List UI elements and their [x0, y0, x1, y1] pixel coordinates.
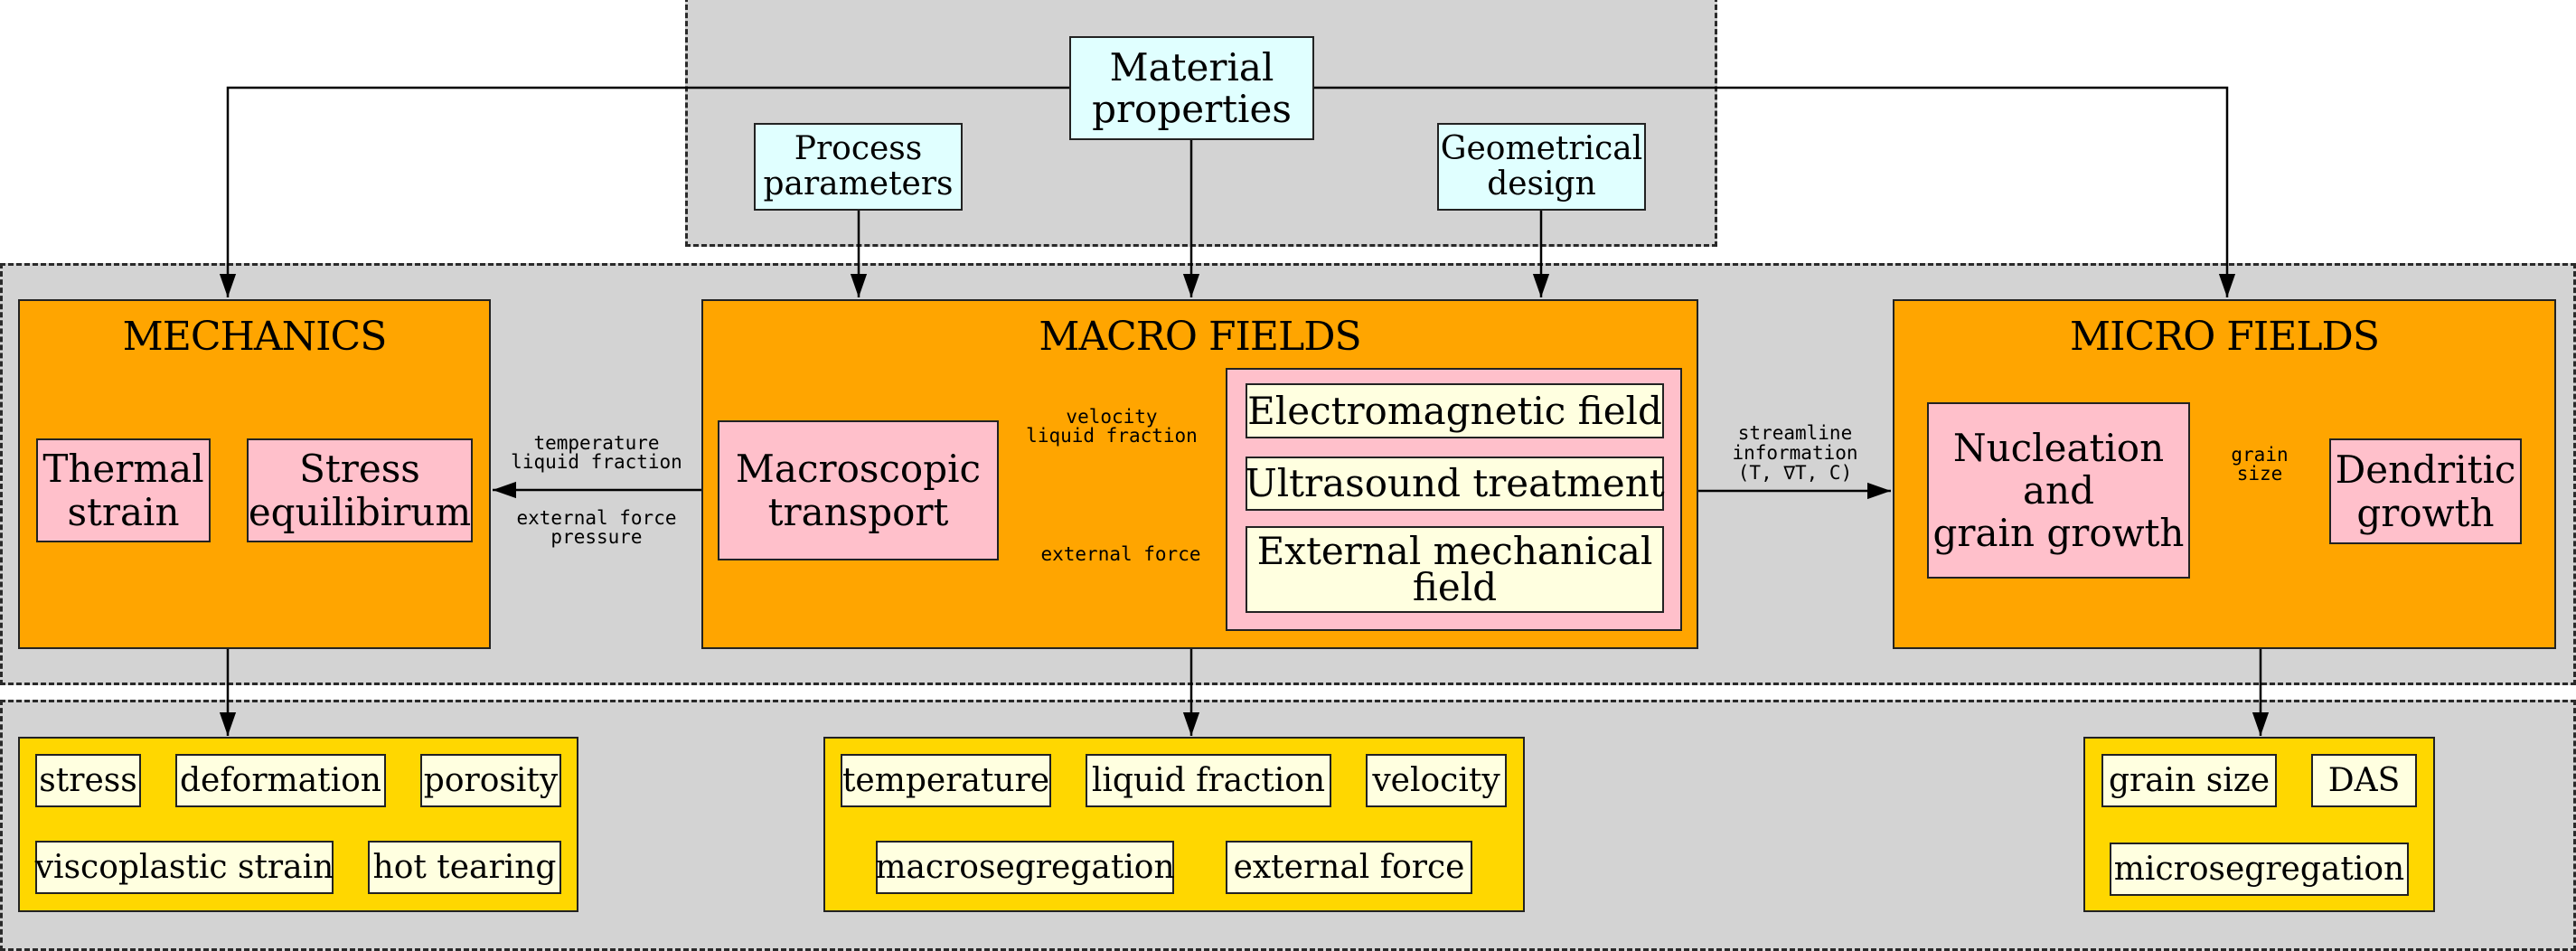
- material-properties-box: Material properties: [1069, 36, 1314, 140]
- stress-equilibrium-box: Stress equilibirum: [247, 438, 473, 542]
- label-velocity-liquid-fraction: velocity liquid fraction: [1026, 406, 1198, 447]
- output-macrosegregation: macrosegregation: [875, 841, 1175, 894]
- micro-fields-title: MICRO FIELDS: [2070, 314, 2380, 360]
- output-grain-size: grain size: [2101, 754, 2277, 807]
- mechanics-title: MECHANICS: [122, 314, 388, 360]
- output-das: DAS: [2311, 754, 2417, 807]
- output-microsegregation: microsegregation: [2110, 843, 2409, 896]
- output-stress: stress: [35, 754, 141, 807]
- macroscopic-transport-box: Macroscopic transport: [718, 420, 999, 560]
- output-hot-tearing: hot tearing: [368, 841, 561, 894]
- external-mechanical-field-box: External mechanical field: [1246, 526, 1664, 613]
- process-parameters-box: Process parameters: [754, 123, 963, 211]
- output-viscoplastic-strain: viscoplastic strain: [35, 841, 334, 894]
- label-streamline-information: streamline information (T, ∇T, C): [1732, 422, 1858, 485]
- output-porosity: porosity: [420, 754, 561, 807]
- thermal-strain-box: Thermal strain: [36, 438, 211, 542]
- geometrical-design-box: Geometrical design: [1437, 123, 1646, 211]
- macro-fields-title: MACRO FIELDS: [1039, 314, 1361, 360]
- electromagnetic-field-box: Electromagnetic field: [1246, 383, 1664, 438]
- label-external-force-pressure: external force pressure: [516, 507, 677, 548]
- label-temperature-liquid-fraction: temperature liquid fraction: [511, 432, 682, 473]
- output-temperature: temperature: [841, 754, 1051, 807]
- output-deformation: deformation: [175, 754, 386, 807]
- nucleation-grain-growth-box: Nucleation and grain growth: [1927, 402, 2190, 579]
- label-grain-size: grain size: [2231, 444, 2289, 485]
- dendritic-growth-box: Dendritic growth: [2329, 438, 2522, 544]
- output-external-force: external force: [1226, 841, 1472, 894]
- output-velocity: velocity: [1366, 754, 1507, 807]
- ultrasound-treatment-box: Ultrasound treatment: [1245, 457, 1665, 511]
- label-external-force: external force: [1040, 543, 1201, 565]
- output-liquid-fraction: liquid fraction: [1086, 754, 1331, 807]
